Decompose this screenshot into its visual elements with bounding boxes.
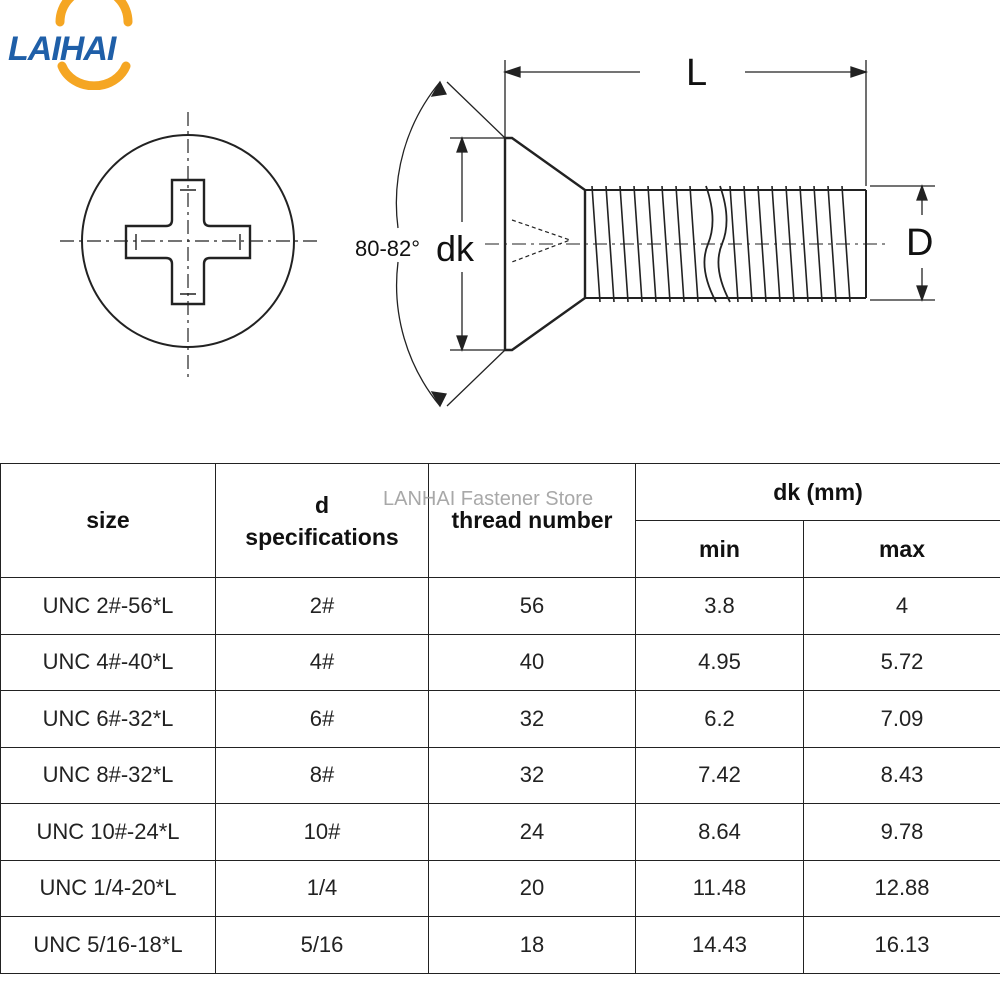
cell-min: 6.2 xyxy=(635,690,804,748)
cell-max: 4 xyxy=(802,577,1000,635)
header-max: max xyxy=(802,520,1000,578)
table-subheader-row: min max xyxy=(1,520,1000,578)
cell-thread: 32 xyxy=(428,746,636,804)
dimension-dk-label: dk xyxy=(436,228,475,269)
dimension-L xyxy=(502,60,869,186)
dimension-dk xyxy=(450,136,505,352)
cell-thread: 56 xyxy=(428,577,636,635)
cell-size: UNC 2#-56*L xyxy=(0,577,216,635)
table-row: UNC 4#-40*L 4# 40 4.95 5.72 xyxy=(0,633,1000,691)
cell-size: UNC 8#-32*L xyxy=(0,746,216,804)
cell-max: 16.13 xyxy=(802,916,1000,974)
cell-min: 11.48 xyxy=(635,859,804,917)
table-row: UNC 10#-24*L 10# 24 8.64 9.78 xyxy=(0,803,1000,861)
header-d-line1: d xyxy=(314,491,330,518)
cell-d: 10# xyxy=(215,803,429,861)
cell-thread: 40 xyxy=(428,633,636,691)
cell-max: 9.78 xyxy=(802,803,1000,861)
cell-min: 7.42 xyxy=(635,746,804,804)
cell-max: 5.72 xyxy=(802,633,1000,691)
cell-min: 3.8 xyxy=(635,577,804,635)
angle-label: 80-82° xyxy=(355,236,421,261)
brand-logo: LAIHAI xyxy=(0,0,200,91)
table-row: UNC 2#-56*L 2# 56 3.8 4 xyxy=(0,577,1000,635)
header-d-specifications: d specifications xyxy=(215,463,429,578)
cell-min: 4.95 xyxy=(635,633,804,691)
cell-thread: 20 xyxy=(428,859,636,917)
header-min: min xyxy=(635,520,804,578)
cell-size: UNC 4#-40*L xyxy=(0,633,216,691)
cell-d: 6# xyxy=(215,690,429,748)
dimension-D xyxy=(870,184,935,302)
logo-text: LAIHAI xyxy=(8,30,116,68)
cell-min: 8.64 xyxy=(635,803,804,861)
table-row: UNC 6#-32*L 6# 32 6.2 7.09 xyxy=(0,690,1000,748)
dimension-D-label: D xyxy=(906,222,934,264)
screw-diagram xyxy=(60,60,935,408)
store-watermark: LANHAI Fastener Store xyxy=(383,488,594,510)
cell-d: 1/4 xyxy=(215,859,429,917)
header-thread-number: thread number xyxy=(428,463,636,578)
cell-thread: 32 xyxy=(428,690,636,748)
cell-size: UNC 1/4-20*L xyxy=(0,859,216,917)
header-size: size xyxy=(0,463,216,578)
table-row: UNC 8#-32*L 8# 32 7.42 8.43 xyxy=(0,746,1000,804)
cell-min: 14.43 xyxy=(635,916,804,974)
cell-max: 12.88 xyxy=(802,859,1000,917)
header-d-line2: specifications xyxy=(245,523,399,550)
dimension-L-label: L xyxy=(686,52,708,94)
angle-indicator xyxy=(395,80,506,408)
table-header-row: size d specifications thread number dk (… xyxy=(0,463,1000,578)
cell-size: UNC 5/16-18*L xyxy=(0,916,216,974)
cell-thread: 24 xyxy=(428,803,636,861)
screw-head-top-view xyxy=(60,112,318,378)
cell-max: 7.09 xyxy=(802,690,1000,748)
cell-d: 8# xyxy=(215,746,429,804)
screw-side-view xyxy=(485,136,890,352)
logo-emblem-icon xyxy=(55,0,133,91)
cell-max: 8.43 xyxy=(802,746,1000,804)
cell-d: 2# xyxy=(215,577,429,635)
cell-size: UNC 10#-24*L xyxy=(0,803,216,861)
table-row: UNC 1/4-20*L 1/4 20 11.48 12.88 xyxy=(0,859,1000,917)
cell-thread: 18 xyxy=(428,916,636,974)
cell-d: 5/16 xyxy=(215,916,429,974)
spec-table: size d specifications thread number dk (… xyxy=(0,463,1000,974)
cell-size: UNC 6#-32*L xyxy=(0,690,216,748)
table-row: UNC 5/16-18*L 5/16 18 14.43 16.13 xyxy=(0,916,1000,974)
cell-d: 4# xyxy=(215,633,429,691)
header-dk: dk (mm) xyxy=(634,463,1000,521)
table-body: UNC 2#-56*L 2# 56 3.8 4 UNC 4#-40*L 4# 4… xyxy=(0,577,1000,974)
screw-drawing: L D dk 80-82° xyxy=(0,0,1000,445)
